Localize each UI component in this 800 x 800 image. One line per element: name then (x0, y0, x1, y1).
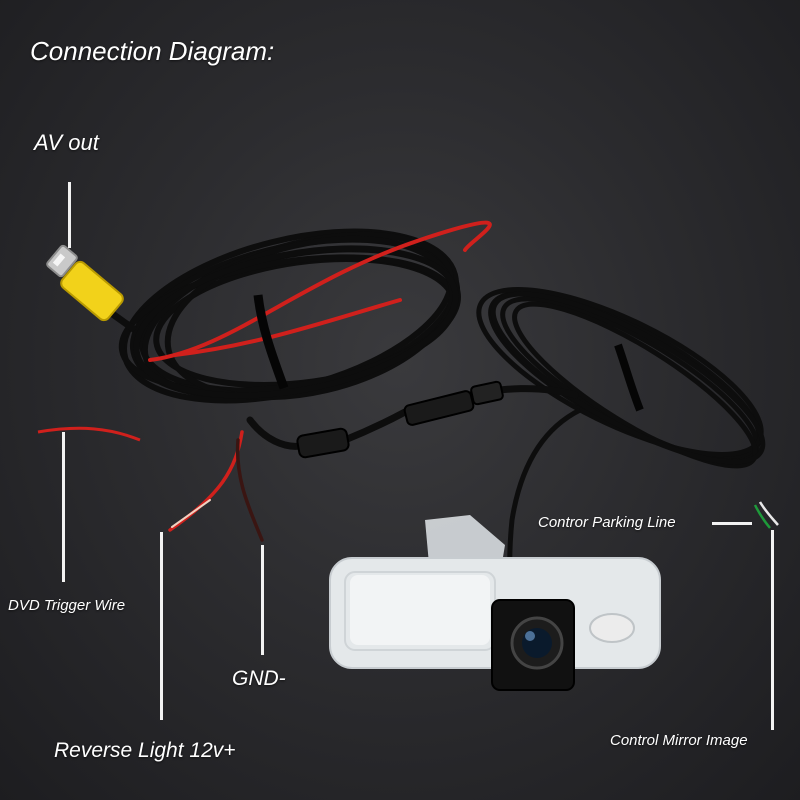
control-wires-graphic (753, 501, 779, 529)
reverse-light-leader-line (160, 532, 163, 720)
dvd-trigger-leader-line (62, 432, 65, 582)
cable-tie-right (614, 343, 644, 412)
right-cable-coil (476, 287, 766, 469)
left-cable-coil (118, 228, 461, 404)
cable-tie-left (253, 294, 289, 390)
gnd-leader-line (261, 545, 264, 655)
inline-connector (296, 380, 504, 459)
dvd-trigger-wire-graphic (37, 426, 141, 442)
label-mirror-image: Control Mirror Image (610, 732, 748, 749)
red-power-wire (148, 220, 492, 362)
label-parking-line: Contror Parking Line (538, 514, 676, 531)
power-wires-graphic (168, 430, 264, 542)
parking-line-leader-line (712, 522, 752, 525)
camera-housing (329, 515, 661, 691)
diagram-title: Connection Diagram: (30, 36, 275, 66)
rca-connector (46, 244, 138, 333)
label-reverse-light: Reverse Light 12v+ (54, 739, 236, 762)
mirror-image-leader-line (771, 530, 774, 730)
label-dvd-trigger-wire: DVD Trigger Wire (8, 597, 126, 614)
av-out-leader-line (68, 182, 71, 248)
label-av-out: AV out (34, 130, 99, 155)
label-gnd: GND- (232, 667, 286, 690)
